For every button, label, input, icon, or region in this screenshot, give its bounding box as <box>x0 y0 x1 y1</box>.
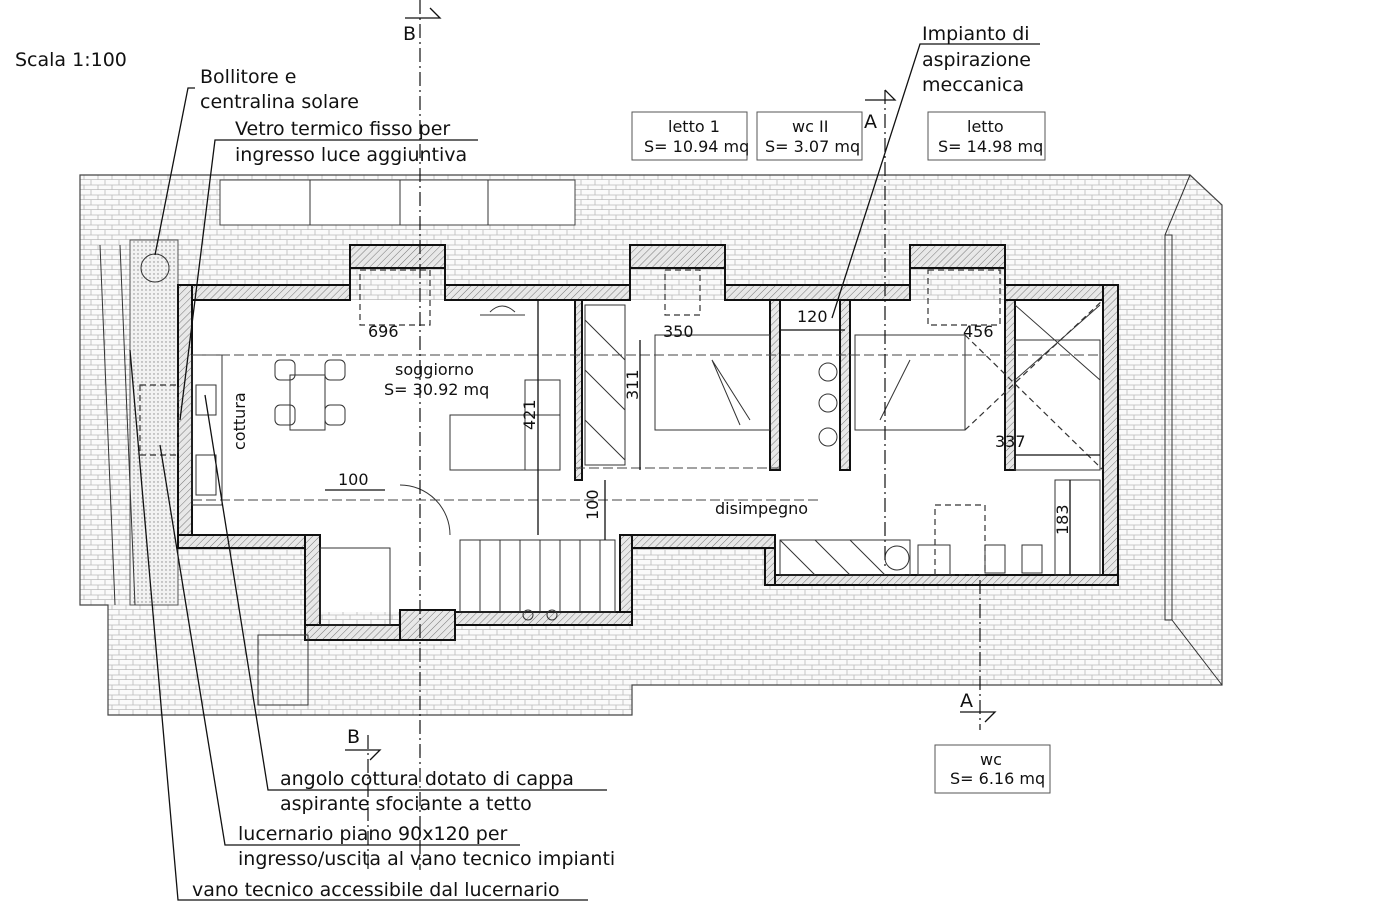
leader-ventilation <box>831 43 1040 319</box>
dim-456: 456 <box>963 322 994 341</box>
dim-696: 696 <box>368 322 399 341</box>
annotation-skylight-line1: lucernario piano 90x120 per <box>238 823 508 845</box>
leader-boiler <box>154 87 195 256</box>
room-kitchen-label: cottura <box>230 392 249 450</box>
room-box-wc-ii: wc II S= 3.07 mq <box>756 111 863 161</box>
section-line-a: A A <box>864 89 997 730</box>
svg-text:S= 14.98 mq: S= 14.98 mq <box>938 137 1043 156</box>
section-a-bottom-label: A <box>960 690 973 712</box>
annotation-ventilation-line1: Impianto di <box>922 23 1030 45</box>
dim-100-vertical: 100 <box>583 489 602 520</box>
walls <box>177 244 1119 641</box>
room-box-letto: letto S= 14.98 mq <box>927 111 1046 161</box>
annotation-hood-line2: aspirante sfociante a tetto <box>280 793 532 815</box>
room-hall-label: disimpegno <box>715 499 808 518</box>
annotation-tech-room: vano tecnico accessibile dal lucernario <box>192 879 560 901</box>
scale-label: Scala 1:100 <box>15 49 127 71</box>
annotation-ventilation-line2: aspirazione <box>922 49 1031 71</box>
section-line-b: B B <box>345 0 442 870</box>
tech-room-fill <box>129 239 179 606</box>
room-living-label: soggiorno <box>395 360 474 379</box>
room-living-area: S= 30.92 mq <box>384 380 489 399</box>
dim-183: 183 <box>1053 504 1072 535</box>
annotation-glass-line1: Vetro termico fisso per <box>235 118 450 140</box>
leader-kitchen-hood <box>204 394 607 791</box>
section-a-top-label: A <box>864 111 877 133</box>
section-b-top-label: B <box>403 23 416 45</box>
svg-text:S= 3.07 mq: S= 3.07 mq <box>765 137 860 156</box>
dimension-lines <box>325 300 1100 575</box>
svg-text:wc II: wc II <box>792 117 828 136</box>
section-b-bottom-label: B <box>347 726 360 748</box>
annotation-glass-line2: ingresso luce aggiuntiva <box>235 144 467 166</box>
svg-text:letto: letto <box>967 117 1004 136</box>
annotation-hood-line1: angolo cottura dotato di cappa <box>280 768 574 790</box>
leader-tech-room <box>129 349 588 901</box>
room-box-wc: wc S= 6.16 mq <box>934 744 1051 794</box>
annotation-skylight-line2: ingresso/uscita al vano tecnico impianti <box>238 848 615 870</box>
dim-337: 337 <box>995 432 1026 451</box>
annotation-boiler-line1: Bollitore e <box>200 66 296 88</box>
svg-text:wc: wc <box>980 750 1002 769</box>
svg-text:letto 1: letto 1 <box>668 117 720 136</box>
annotation-boiler-line2: centralina solare <box>200 91 359 113</box>
leader-skylight <box>159 444 520 846</box>
dim-100-horizontal: 100 <box>338 470 369 489</box>
dim-311: 311 <box>623 369 642 400</box>
furniture <box>139 269 1104 706</box>
annotation-ventilation-line3: meccanica <box>922 74 1024 96</box>
dim-120: 120 <box>797 307 828 326</box>
solar-panels <box>219 179 576 226</box>
dim-421: 421 <box>520 399 539 430</box>
svg-text:S= 6.16 mq: S= 6.16 mq <box>950 769 1045 788</box>
leader-glass <box>179 139 478 421</box>
room-box-letto-1: letto 1 S= 10.94 mq <box>631 111 749 161</box>
dim-350: 350 <box>663 322 694 341</box>
svg-text:S= 10.94 mq: S= 10.94 mq <box>644 137 749 156</box>
